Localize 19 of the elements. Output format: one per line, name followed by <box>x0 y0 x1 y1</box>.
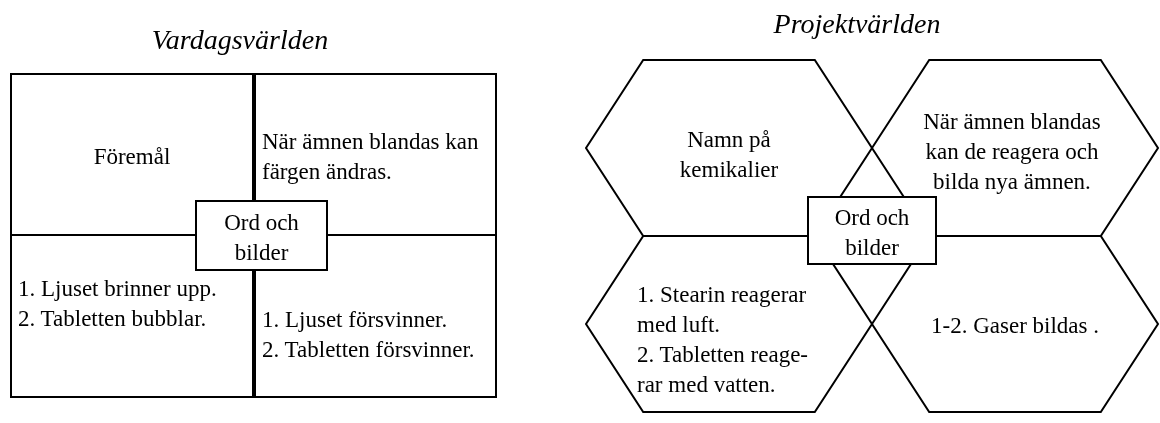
center-box <box>195 200 328 271</box>
box-text: 1. Ljuset brinner upp. <box>18 275 218 303</box>
box-text: När ämnen blandas kan färgen ändras. <box>262 128 480 186</box>
box-text: 2. Tabletten bubblar. <box>18 305 208 333</box>
box-text: Ord och bilder <box>833 203 911 262</box>
box-text: 1. Stearin reagerar med luft. <box>637 281 808 339</box>
center-box <box>807 196 937 265</box>
box-text: 2. Tabletten reage-rar med vatten. <box>637 341 810 399</box>
section-heading: Vardagsvärlden <box>150 24 330 56</box>
box-text: 1. Ljuset försvinner. <box>262 306 449 334</box>
box-text: Ord och bilder <box>223 208 300 267</box>
section-heading: Projektvärlden <box>772 8 942 40</box>
box-text: 2. Tabletten försvinner. <box>262 336 476 364</box>
box-text: Föremål <box>93 142 171 171</box>
box-text: 1-2. Gaser bildas . <box>931 312 1099 340</box>
box-text: När ämnen blandas kan de reagera och bilda nya ämnen. <box>922 108 1102 196</box>
hexagon-shape <box>872 60 1158 236</box>
box-text: Namn på kemikalier <box>678 126 780 184</box>
hexagon-shape <box>586 60 872 236</box>
